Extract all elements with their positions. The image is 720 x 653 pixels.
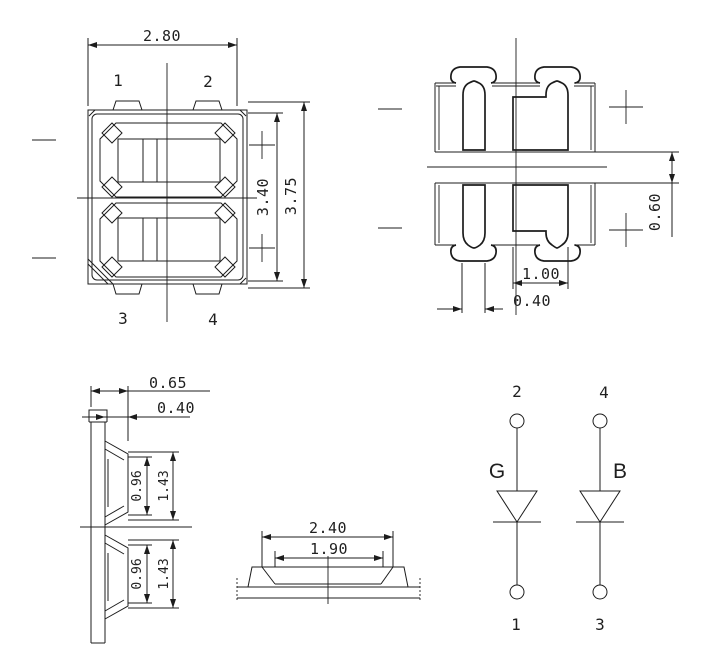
pin-label-2: 2: [203, 72, 213, 91]
dim-label-total-depth: 0.65: [149, 374, 187, 392]
bottom-pad-view: 0.60 1.00 0.40: [378, 38, 679, 315]
diode-b: 4 B 3: [576, 383, 627, 634]
dim-slot-width: 0.40: [437, 263, 551, 313]
terminal-circle: [509, 413, 525, 429]
circuit-pin-label-4: 4: [599, 383, 609, 402]
pin-label-4: 4: [208, 310, 218, 329]
registration-cross-top: [609, 90, 643, 124]
side-view: 0.65 0.40 0.96 1.43: [80, 374, 210, 644]
tab-pin4: [192, 283, 223, 295]
package-outline: [87, 100, 248, 295]
polarity-chamfer: [87, 258, 114, 285]
dim-pad-width: 1.00: [512, 247, 569, 289]
reflector-profile-top: [104, 440, 129, 526]
dim-cavity-height: 3.40: [248, 112, 283, 282]
dim-label-window-top: 0.96: [130, 470, 145, 501]
dim-window-top: 0.96: [128, 456, 152, 516]
dim-label-segment-top: 1.43: [157, 470, 172, 501]
dim-label-opening-width: 1.90: [310, 540, 348, 558]
emitter-cavity-top: [99, 122, 238, 198]
slot-pin3: [462, 184, 486, 249]
diode-triangle: [496, 490, 538, 523]
dim-label-body-width: 2.80: [143, 27, 181, 45]
front-view: 2.40 1.90: [236, 519, 421, 604]
circuit-pin-label-1: 1: [511, 615, 521, 634]
terminal-circle: [592, 413, 608, 429]
castellation-pin3: [450, 244, 497, 262]
dim-label-top-width: 2.40: [309, 519, 347, 537]
slot-pin4: [512, 184, 569, 249]
pad-lower-half: [434, 182, 596, 262]
dim-label-window-bottom: 0.96: [130, 558, 145, 589]
tab-pin3: [112, 283, 143, 295]
dim-segment-top: 1.43: [128, 451, 179, 521]
terminal-circle: [592, 584, 608, 600]
dim-pad-gap: 0.60: [595, 151, 679, 237]
dim-label-pad-width: 1.00: [522, 265, 560, 283]
reflector-profile-bottom: [104, 534, 129, 620]
diode-label-b: B: [613, 460, 627, 483]
terminal-circle: [509, 584, 525, 600]
dim-label-segment-bottom: 1.43: [157, 558, 172, 589]
dim-top-width: 2.40: [261, 519, 394, 567]
dim-label-body-height: 3.75: [282, 177, 300, 215]
top-view: 2.80 3.40 3.75: [32, 27, 310, 329]
pin-label-3: 3: [118, 309, 128, 328]
dim-label-substrate: 0.40: [157, 399, 195, 417]
emitter-cavity-bottom: [99, 202, 238, 278]
dim-segment-bottom: 1.43: [128, 539, 179, 609]
castellation-pin1: [450, 66, 497, 84]
dim-body-width: 2.80: [87, 27, 238, 106]
circuit-pin-label-2: 2: [512, 382, 522, 401]
slot-pin2: [512, 80, 569, 151]
registration-cross-bottom: [249, 234, 275, 262]
dim-total-depth: 0.65: [90, 374, 210, 441]
diode-label-g: G: [489, 460, 505, 483]
tab-pin2: [192, 100, 223, 111]
dim-label-cavity-height: 3.40: [254, 178, 272, 216]
dim-opening-width: 1.90: [274, 540, 384, 567]
castellation-pin4: [534, 244, 581, 262]
substrate-profile: [88, 409, 108, 644]
dim-substrate: 0.40: [82, 399, 195, 420]
tab-pin1: [112, 100, 143, 111]
dim-window-bottom: 0.96: [128, 544, 152, 604]
registration-cross-bottom: [609, 213, 643, 247]
castellation-pin2: [534, 66, 581, 84]
pin-label-1: 1: [113, 71, 123, 90]
dim-body-height: 3.75: [248, 101, 310, 289]
diode-g: 2 G 1: [489, 382, 541, 634]
registration-cross-top: [249, 131, 275, 159]
circuit-pin-label-3: 3: [595, 615, 605, 634]
pad-upper-half: [434, 66, 596, 153]
slot-pin1: [462, 80, 486, 151]
dim-label-slot-width: 0.40: [513, 292, 551, 310]
diode-triangle: [579, 490, 621, 523]
circuit-diagram: 2 G 1 4 B 3: [489, 382, 627, 634]
dim-label-pad-gap: 0.60: [646, 193, 664, 231]
